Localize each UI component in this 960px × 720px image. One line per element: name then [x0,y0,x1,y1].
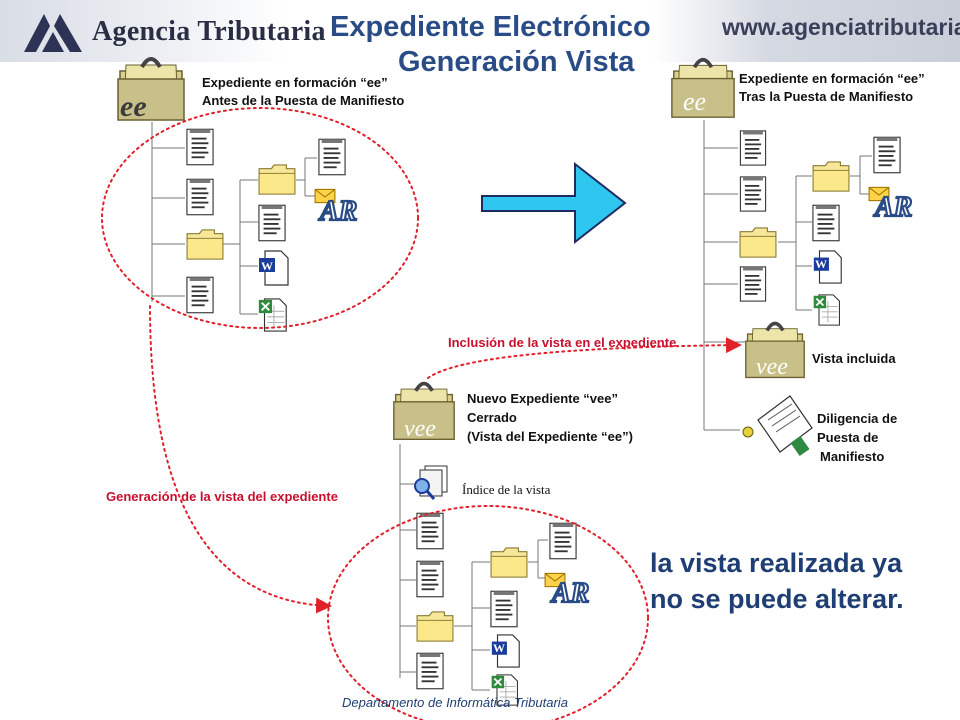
document-icon [186,178,214,216]
document-icon [186,128,214,166]
vee-tree-outline [327,505,649,720]
document-icon [739,266,767,302]
document-icon [416,652,444,690]
acuse-tag: AR [318,196,357,227]
new-folder-tag: vee [404,416,436,442]
folder-icon [258,164,296,195]
document-icon [812,204,840,242]
inclusion-arrow [427,337,742,379]
document-icon [318,138,346,176]
new-expediente-label-1: Nuevo Expediente “vee” [467,391,618,406]
diligencia-label-1: Diligencia de [817,411,898,426]
acuse-tag: AR [550,578,589,609]
left-expediente-label-1: Expediente en formación “ee” [202,75,388,90]
document-icon [549,522,577,560]
footer-text: Departamento de Informática Tributaria [342,695,568,710]
acuse-tag: AR [873,192,912,223]
index-view-icon [414,465,448,500]
message-text: la vista realizada ya no se puede altera… [650,545,904,617]
document-icon [416,560,444,598]
agencia-logo-icon [24,14,82,52]
message-line-1: la vista realizada ya [650,548,903,578]
index-view-label: Índice de la vista [462,482,551,497]
org-name: Agencia Tributaria [92,16,326,47]
right-folder-tag: ee [683,87,706,116]
folder-icon [812,161,850,192]
message-line-2: no se puede alterar. [650,584,904,614]
word-tag: W [493,641,505,655]
left-tree-outline [101,107,419,329]
document-icon [416,512,444,550]
left-expediente-folder-icon: ee [118,59,184,123]
website-url: www.agenciatributaria.es [722,14,960,40]
included-view-label: Vista incluida [812,351,896,366]
folder-icon [490,547,528,578]
header-band [0,0,960,62]
included-view-folder-icon: vee [744,321,806,380]
generation-arrow [149,305,332,614]
new-expediente-label-3: (Vista del Expediente “ee”) [467,429,633,444]
right-expediente-label-2: Tras la Puesta de Manifiesto [739,89,914,104]
folder-icon [186,229,224,260]
generation-label: Generación de la vista del expediente [106,489,338,504]
document-icon [739,130,767,166]
diligencia-label-2: Puesta de [817,430,879,445]
document-icon [873,136,901,174]
excel-document-icon [258,298,288,332]
new-expediente-folder-icon: vee [394,384,454,442]
excel-document-icon [812,294,841,326]
folder-icon [416,611,454,642]
new-expediente-label-2: Cerrado [467,410,517,425]
word-tag: W [261,259,273,273]
folder-icon [739,227,777,258]
document-icon [186,276,214,314]
word-tag: W [815,257,827,271]
slide-subtitle: Generación Vista [398,46,635,78]
left-folder-tag: ee [120,90,147,123]
slide-title: Expediente Electrónico [330,11,651,43]
document-icon [258,204,286,242]
diligencia-label-3: Manifiesto [820,449,885,464]
document-icon [490,590,518,628]
transition-arrow-icon [481,161,627,245]
right-expediente-label-1: Expediente en formación “ee” [739,71,925,86]
document-icon [739,176,767,212]
included-view-tag: vee [756,354,788,380]
right-expediente-folder-icon: ee [670,57,736,120]
diligencia-document-icon [742,395,813,456]
inclusion-label: Inclusión de la vista en el expediente [448,335,677,350]
left-expediente-label-2: Antes de la Puesta de Manifiesto [202,93,405,108]
